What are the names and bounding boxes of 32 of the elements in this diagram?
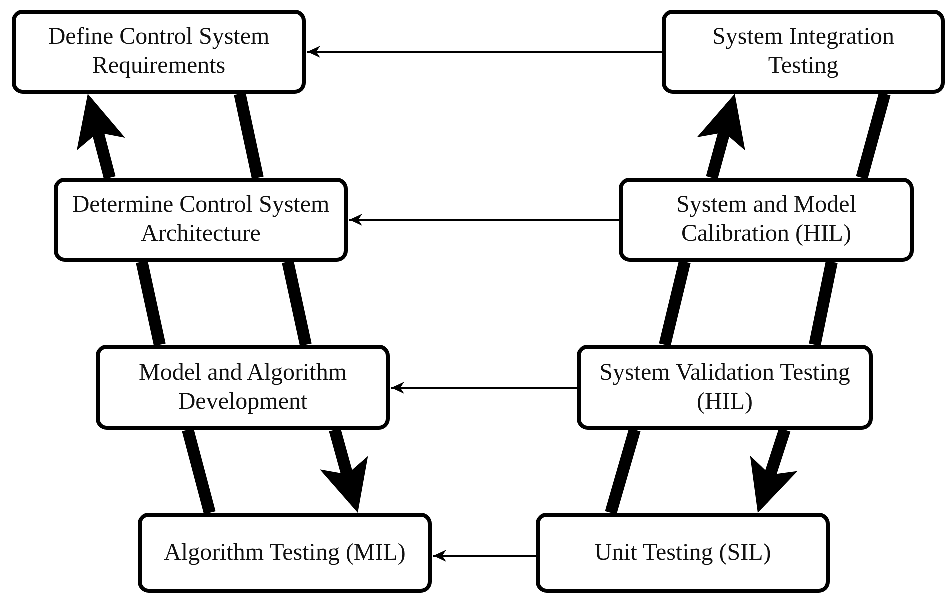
arrow xyxy=(434,550,536,562)
connector-line xyxy=(282,260,312,346)
process-box xyxy=(536,513,830,593)
arrow xyxy=(350,214,619,226)
arrow xyxy=(77,94,126,180)
connector-line xyxy=(234,92,264,180)
connector-line xyxy=(605,428,641,515)
process-box xyxy=(577,345,873,430)
connector-line xyxy=(182,428,216,515)
step-label: System Validation Testing (HIL) xyxy=(598,358,852,416)
step-label: Define Control System Requirements xyxy=(47,23,271,81)
arrow xyxy=(392,382,577,394)
process-box xyxy=(138,513,432,593)
arrow xyxy=(308,46,662,58)
process-box xyxy=(54,178,348,262)
process-box xyxy=(662,10,945,94)
connector-line xyxy=(809,260,838,346)
step-label: Algorithm Testing (MIL) xyxy=(164,538,406,568)
arrow xyxy=(320,428,368,513)
step-label: System and Model Calibration (HIL) xyxy=(676,191,858,249)
step-label: Unit Testing (SIL) xyxy=(594,538,772,568)
process-box xyxy=(96,345,390,430)
connector-line xyxy=(856,92,891,180)
step-label: Model and Algorithm Development xyxy=(138,358,348,416)
connector-line xyxy=(659,260,691,346)
arrow xyxy=(697,94,746,180)
step-label: Determine Control System Architecture xyxy=(71,191,331,249)
arrow xyxy=(750,428,798,513)
process-box xyxy=(619,178,914,262)
connector-line xyxy=(136,260,166,346)
process-box xyxy=(12,10,306,94)
step-label: System Integration Testing xyxy=(712,23,896,81)
